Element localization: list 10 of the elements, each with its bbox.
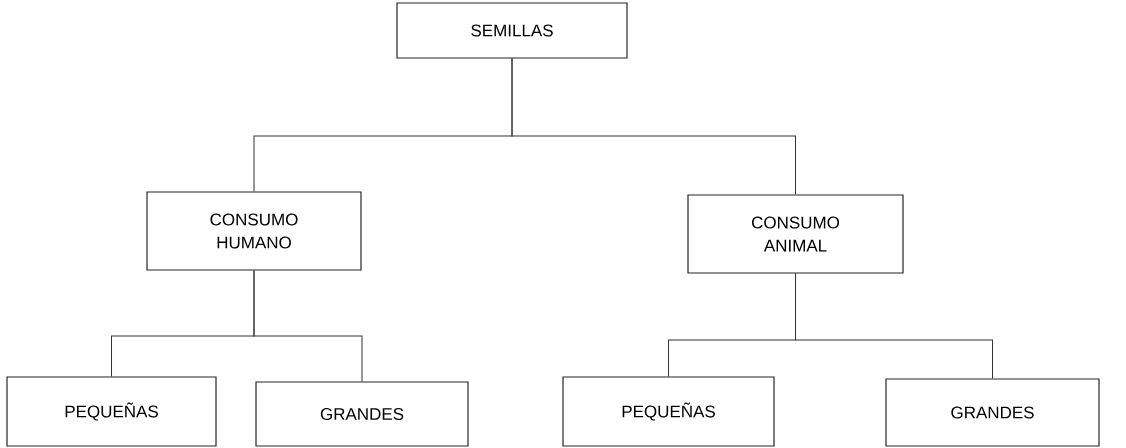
connector-line [253,270,363,382]
category-box: GRANDES [255,381,469,447]
category-box: CONSUMO ANIMAL [687,194,904,274]
category-box: CONSUMO HUMANO [146,191,362,271]
category-box: PEQUEÑAS [6,376,217,447]
connector-line [511,58,796,195]
connector-line [795,273,993,379]
category-box: SEMILLAS [396,2,628,59]
category-box: GRANDES [885,378,1100,447]
category-box: PEQUEÑAS [562,376,775,447]
